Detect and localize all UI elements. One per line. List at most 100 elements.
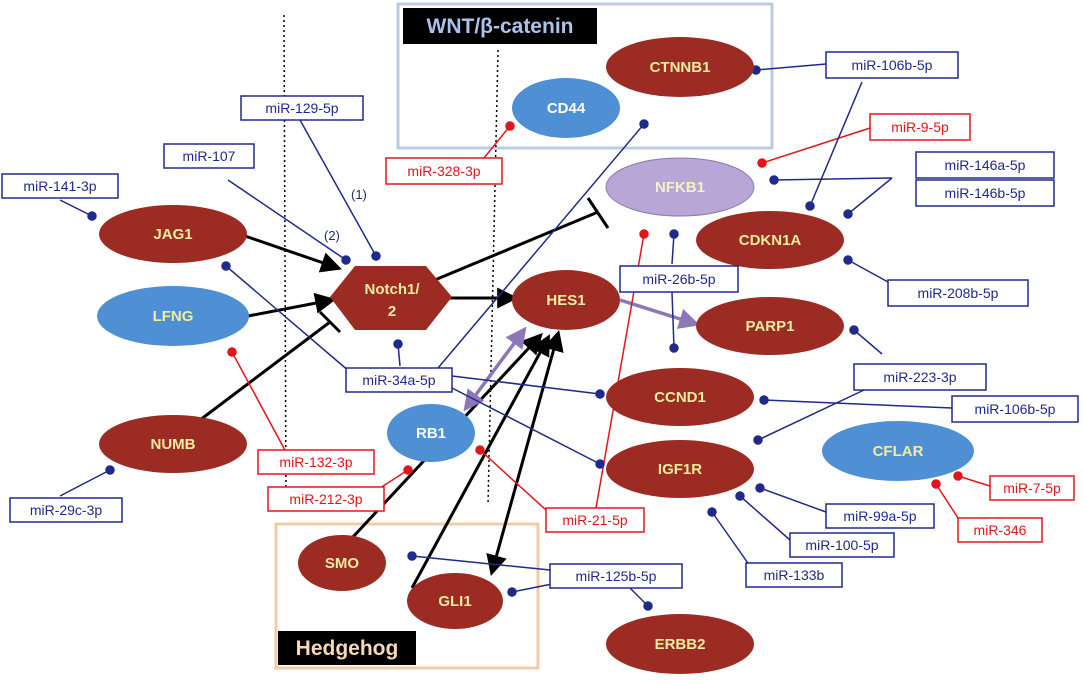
arrow-hes1-parp1 bbox=[619, 298, 701, 329]
svg-text:miR-141-3p: miR-141-3p bbox=[23, 178, 96, 194]
mirna-mir34a[interactable]: miR-34a-5p bbox=[345, 367, 453, 393]
hedgehog-pathway-title: Hedgehog bbox=[296, 637, 399, 660]
inhibit-numb-notch bbox=[199, 320, 331, 422]
mirna-mir212[interactable]: miR-212-3p bbox=[267, 486, 385, 512]
node-cflar[interactable]: CFLAR bbox=[822, 421, 974, 481]
svg-text:miR-26b-5p: miR-26b-5p bbox=[642, 271, 715, 287]
mirna-mir29c[interactable]: miR-29c-3p bbox=[9, 497, 123, 523]
svg-text:miR-208b-5p: miR-208b-5p bbox=[918, 285, 999, 301]
svg-text:HES1: HES1 bbox=[546, 292, 585, 309]
dotted-separator-left bbox=[283, 14, 287, 501]
hedgehog-pathway-box: Hedgehog bbox=[274, 522, 540, 670]
gene-nodes: CTNNB1 CD44 NFKB1 JAG1 CDKN1A Notch1/ 2 … bbox=[97, 37, 974, 674]
svg-text:miR-29c-3p: miR-29c-3p bbox=[30, 502, 103, 518]
node-parp1[interactable]: PARP1 bbox=[696, 297, 844, 355]
svg-text:CD44: CD44 bbox=[547, 100, 586, 117]
svg-text:miR-223-3p: miR-223-3p bbox=[883, 369, 956, 385]
svg-text:ERBB2: ERBB2 bbox=[655, 636, 706, 653]
svg-text:2: 2 bbox=[388, 303, 396, 320]
svg-text:miR-328-3p: miR-328-3p bbox=[407, 163, 480, 179]
svg-text:CDKN1A: CDKN1A bbox=[739, 232, 802, 249]
mirna-mir223[interactable]: miR-223-3p bbox=[853, 363, 987, 391]
dotted-separator-right bbox=[487, 49, 499, 506]
mirna-mir141[interactable]: miR-141-3p bbox=[1, 173, 119, 199]
node-igf1r[interactable]: IGF1R bbox=[606, 440, 754, 498]
mirna-mir328[interactable]: miR-328-3p bbox=[385, 157, 503, 185]
mirna-mir146a[interactable]: miR-146a-5p bbox=[915, 151, 1055, 179]
annotation-one: (1) bbox=[351, 187, 367, 202]
purple-interactions bbox=[463, 298, 701, 412]
svg-text:miR-129-5p: miR-129-5p bbox=[265, 100, 338, 116]
svg-text:CTNNB1: CTNNB1 bbox=[650, 59, 711, 76]
inhibit-notch-nfkb1-bar bbox=[586, 197, 610, 229]
svg-text:miR-106b-5p: miR-106b-5p bbox=[852, 57, 933, 73]
mirna-mir99a[interactable]: miR-99a-5p bbox=[825, 503, 935, 529]
annotation-two: (2) bbox=[324, 228, 340, 243]
mirna-mir146b[interactable]: miR-146b-5p bbox=[915, 179, 1055, 207]
node-jag1[interactable]: JAG1 bbox=[99, 205, 247, 263]
arrow-hes1-rb1 bbox=[463, 326, 527, 412]
node-gli1[interactable]: GLI1 bbox=[407, 573, 503, 629]
arrow-jag1-notch bbox=[244, 234, 342, 273]
svg-text:miR-212-3p: miR-212-3p bbox=[289, 491, 362, 507]
mirna-mir133b[interactable]: miR-133b bbox=[745, 562, 843, 588]
node-ctnnb1[interactable]: CTNNB1 bbox=[606, 37, 754, 97]
svg-text:miR-7-5p: miR-7-5p bbox=[1003, 480, 1061, 496]
svg-text:miR-34a-5p: miR-34a-5p bbox=[362, 372, 435, 388]
svg-text:IGF1R: IGF1R bbox=[658, 461, 702, 478]
node-smo[interactable]: SMO bbox=[298, 535, 386, 591]
svg-text:miR-99a-5p: miR-99a-5p bbox=[843, 508, 916, 524]
svg-text:PARP1: PARP1 bbox=[746, 318, 795, 335]
svg-text:RB1: RB1 bbox=[416, 425, 446, 442]
wnt-pathway-box: WNT/β-catenin bbox=[396, 2, 774, 150]
mirna-mir346[interactable]: miR-346 bbox=[957, 517, 1043, 543]
svg-text:CFLAR: CFLAR bbox=[873, 443, 924, 460]
inhibit-numb-notch-bar bbox=[318, 310, 342, 334]
mirna-mir21[interactable]: miR-21-5p bbox=[545, 507, 645, 533]
node-ccnd1[interactable]: CCND1 bbox=[606, 368, 754, 426]
mirna-mir9[interactable]: miR-9-5p bbox=[869, 113, 971, 141]
svg-text:miR-346: miR-346 bbox=[974, 522, 1027, 538]
arrow-lfng-notch bbox=[247, 292, 337, 318]
svg-text:NFKB1: NFKB1 bbox=[655, 179, 705, 196]
svg-text:miR-100-5p: miR-100-5p bbox=[805, 537, 878, 553]
svg-text:miR-107: miR-107 bbox=[183, 148, 236, 164]
mirna-mir106b-right[interactable]: miR-106b-5p bbox=[951, 395, 1079, 423]
node-cd44[interactable]: CD44 bbox=[512, 78, 620, 138]
svg-text:Notch1/: Notch1/ bbox=[364, 281, 420, 298]
svg-text:miR-9-5p: miR-9-5p bbox=[891, 119, 949, 135]
wnt-pathway-title: WNT/β-catenin bbox=[427, 15, 574, 38]
node-rb1[interactable]: RB1 bbox=[387, 404, 475, 462]
svg-text:CCND1: CCND1 bbox=[654, 389, 706, 406]
mirna-mir7[interactable]: miR-7-5p bbox=[989, 475, 1075, 501]
svg-text:miR-106b-5p: miR-106b-5p bbox=[975, 401, 1056, 417]
arrow-hes1-gli1 bbox=[486, 329, 564, 577]
mirna-mir125b[interactable]: miR-125b-5p bbox=[549, 563, 683, 589]
svg-text:miR-133b: miR-133b bbox=[764, 567, 825, 583]
svg-text:GLI1: GLI1 bbox=[438, 593, 471, 610]
mirna-mir107[interactable]: miR-107 bbox=[163, 143, 255, 169]
node-erbb2[interactable]: ERBB2 bbox=[606, 614, 754, 674]
node-lfng[interactable]: LFNG bbox=[97, 286, 249, 346]
svg-text:NUMB: NUMB bbox=[151, 436, 196, 453]
node-hes1[interactable]: HES1 bbox=[512, 270, 620, 330]
svg-text:miR-132-3p: miR-132-3p bbox=[279, 454, 352, 470]
svg-text:miR-125b-5p: miR-125b-5p bbox=[576, 568, 657, 584]
mirna-mir132[interactable]: miR-132-3p bbox=[257, 449, 375, 475]
node-cdkn1a[interactable]: CDKN1A bbox=[696, 211, 844, 269]
node-notch[interactable]: Notch1/ 2 bbox=[330, 266, 452, 330]
mirna-mir100[interactable]: miR-100-5p bbox=[789, 532, 895, 558]
mirna-mir106b-top[interactable]: miR-106b-5p bbox=[825, 51, 959, 79]
node-nfkb1[interactable]: NFKB1 bbox=[605, 157, 755, 217]
svg-text:LFNG: LFNG bbox=[153, 308, 194, 325]
svg-text:miR-146b-5p: miR-146b-5p bbox=[945, 185, 1026, 201]
svg-text:SMO: SMO bbox=[325, 555, 360, 572]
blue-mirna-links bbox=[59, 63, 953, 611]
svg-text:JAG1: JAG1 bbox=[153, 226, 192, 243]
node-numb[interactable]: NUMB bbox=[99, 415, 247, 473]
mirna-mir129[interactable]: miR-129-5p bbox=[240, 95, 364, 121]
svg-text:miR-146a-5p: miR-146a-5p bbox=[945, 157, 1026, 173]
mirna-mir26b[interactable]: miR-26b-5p bbox=[619, 265, 739, 293]
mirna-mir208b[interactable]: miR-208b-5p bbox=[887, 279, 1029, 307]
